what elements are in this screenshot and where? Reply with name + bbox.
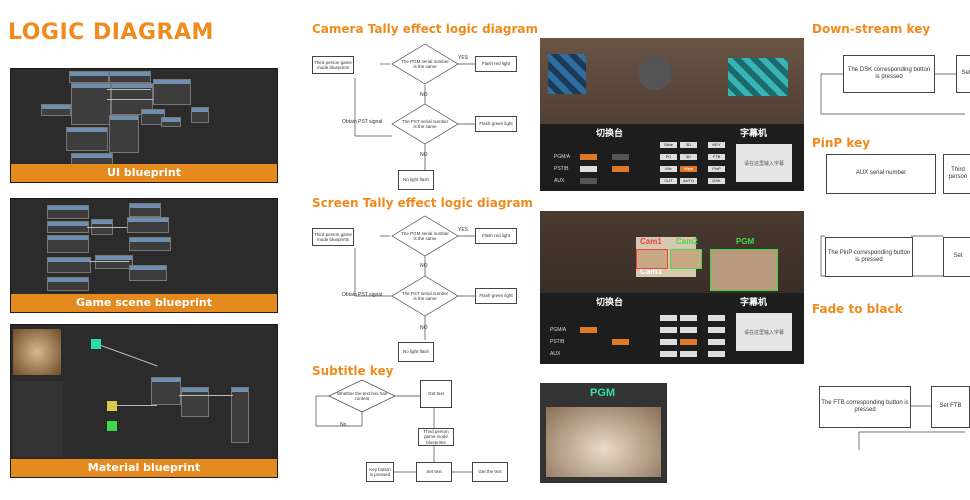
pinp-title: PinP key <box>812 136 871 150</box>
subtitle-input-2[interactable]: 请在这里输入字幕 <box>736 313 792 351</box>
screen-tally-no2: NO <box>420 325 428 331</box>
key-3d-b[interactable]: 3D <box>680 154 697 160</box>
subtitle-key-pressed: Key button is pressed <box>366 462 394 482</box>
row-pgm-2: PGM/A <box>550 327 567 333</box>
material-blueprint-panel: Material blueprint <box>10 324 278 478</box>
screen-tally-side: Obtain PST signal <box>342 292 383 298</box>
subtitle-input-1[interactable]: 请在这里输入字幕 <box>736 144 792 182</box>
camera-tally-decision1: The PGM serial number is the same <box>401 58 449 69</box>
key-cut[interactable]: CUT <box>660 178 677 184</box>
pgm-label-2: PGM <box>736 237 755 246</box>
subtitle-no: No <box>340 422 347 428</box>
pinp-aux-box: AUX serial number <box>826 154 936 194</box>
cam3-label: Cam3 <box>640 267 662 276</box>
fade-box: The FTB corresponding button is pressed <box>819 386 911 428</box>
screen-tally-decision2: The PST serial number is the same <box>401 290 449 301</box>
pinp-third-box: Third person <box>943 154 970 194</box>
key-ftb[interactable]: FTB <box>708 154 725 160</box>
key-3d[interactable]: 3D <box>680 142 697 148</box>
row-pst-2: PST/B <box>550 339 565 345</box>
studio-screenshot-1: 切换台 字幕机 PGM/A PST/B AUX Slide 3D PC 3D M… <box>540 38 804 191</box>
subtitle-decision: Whether the text box has content <box>336 390 388 401</box>
cam1-label: Cam1 <box>640 237 662 246</box>
down-stream-title: Down-stream key <box>812 22 931 36</box>
caption-label-1: 字幕机 <box>740 128 768 138</box>
studio-screenshot-2: Cam1 Cam2 PGM Cam3 切换台 字幕机 PGM/A PST/B A… <box>540 211 804 364</box>
camera-tally-side: Obtain PST signal <box>342 119 383 125</box>
key-slide[interactable]: Slide <box>660 142 677 148</box>
key-auto[interactable]: AUTO <box>680 178 697 184</box>
screen-tally-decision1: The PGM serial number is the same <box>401 230 449 241</box>
camera-tally-no: NO <box>420 92 428 98</box>
page-title: LOGIC DIAGRAM <box>8 20 214 45</box>
key-pc[interactable]: PC <box>660 154 677 160</box>
camera-tally-yes: YES <box>458 55 469 61</box>
material-blueprint-label: Material blueprint <box>11 459 277 477</box>
pgm-title: PGM <box>590 387 616 399</box>
camera-tally-action2: Flash green light <box>475 116 517 132</box>
caption-label-2: 字幕机 <box>740 297 768 307</box>
material-preview <box>13 329 61 375</box>
subtitle-key-title: Subtitle key <box>312 364 394 378</box>
key-wipe[interactable]: Wipe <box>680 166 697 172</box>
key-mix[interactable]: Mix <box>660 166 677 172</box>
row-aux-2: AUX <box>550 351 561 357</box>
pinp-pressed-box: The PinP corresponding button is pressed <box>825 237 913 277</box>
subtitle-key-diagram <box>315 379 472 473</box>
subtitle-mode: Third person game mode blueprints <box>418 428 454 446</box>
ui-blueprint-label: UI blueprint <box>11 164 277 182</box>
key-key[interactable]: KEY <box>708 142 725 148</box>
camera-tally-diagram <box>354 43 475 170</box>
down-stream-box: The DSK corresponding button is pressed <box>843 55 935 93</box>
row-aux: AUX <box>554 178 565 184</box>
pgm-preview: PGM <box>540 383 667 483</box>
row-pgm: PGM/A <box>554 154 571 160</box>
ui-blueprint-panel: UI blueprint <box>10 68 278 183</box>
fade-diagram <box>858 405 965 450</box>
fade-title: Fade to black <box>812 302 903 316</box>
screen-tally-title: Screen Tally effect logic diagram <box>312 196 533 210</box>
row-pst: PST/B <box>554 166 569 172</box>
camera-tally-no2: NO <box>420 152 428 158</box>
down-stream-set: Set <box>956 55 970 93</box>
camera-tally-decision2: The PST serial number is the same <box>401 118 449 129</box>
pinp-set: Set <box>943 237 970 277</box>
key-dsk[interactable]: DSK <box>708 178 725 184</box>
subtitle-show: Get the text <box>472 462 508 482</box>
game-scene-blueprint-panel: Game scene blueprint <box>10 198 278 313</box>
switcher-label-2: 切换台 <box>596 297 624 307</box>
switcher-label-1: 切换台 <box>596 128 624 138</box>
key-pinp[interactable]: PinP <box>708 166 725 172</box>
camera-tally-end: No light flash <box>398 170 434 190</box>
game-scene-blueprint-label: Game scene blueprint <box>11 294 277 312</box>
camera-tally-title: Camera Tally effect logic diagram <box>312 22 538 36</box>
screen-tally-end: No light flash <box>398 342 434 362</box>
screen-tally-diagram <box>354 215 475 340</box>
screen-tally-action1: Flash red light <box>475 228 517 244</box>
down-stream-diagram <box>820 73 965 115</box>
camera-tally-start: Third person game mode blueprints <box>312 56 354 74</box>
screen-tally-yes: YES <box>458 227 469 233</box>
screen-tally-start: Third person game mode blueprints <box>312 228 354 246</box>
cam2-label: Cam2 <box>676 237 698 246</box>
screen-tally-action2: Flash green light <box>475 288 517 304</box>
camera-tally-action1: Flash red light <box>475 56 517 72</box>
fade-set: Set FTB <box>931 386 970 428</box>
subtitle-set: Set text <box>416 462 452 482</box>
screen-tally-no: NO <box>420 263 428 269</box>
subtitle-get: Get text <box>420 380 452 408</box>
